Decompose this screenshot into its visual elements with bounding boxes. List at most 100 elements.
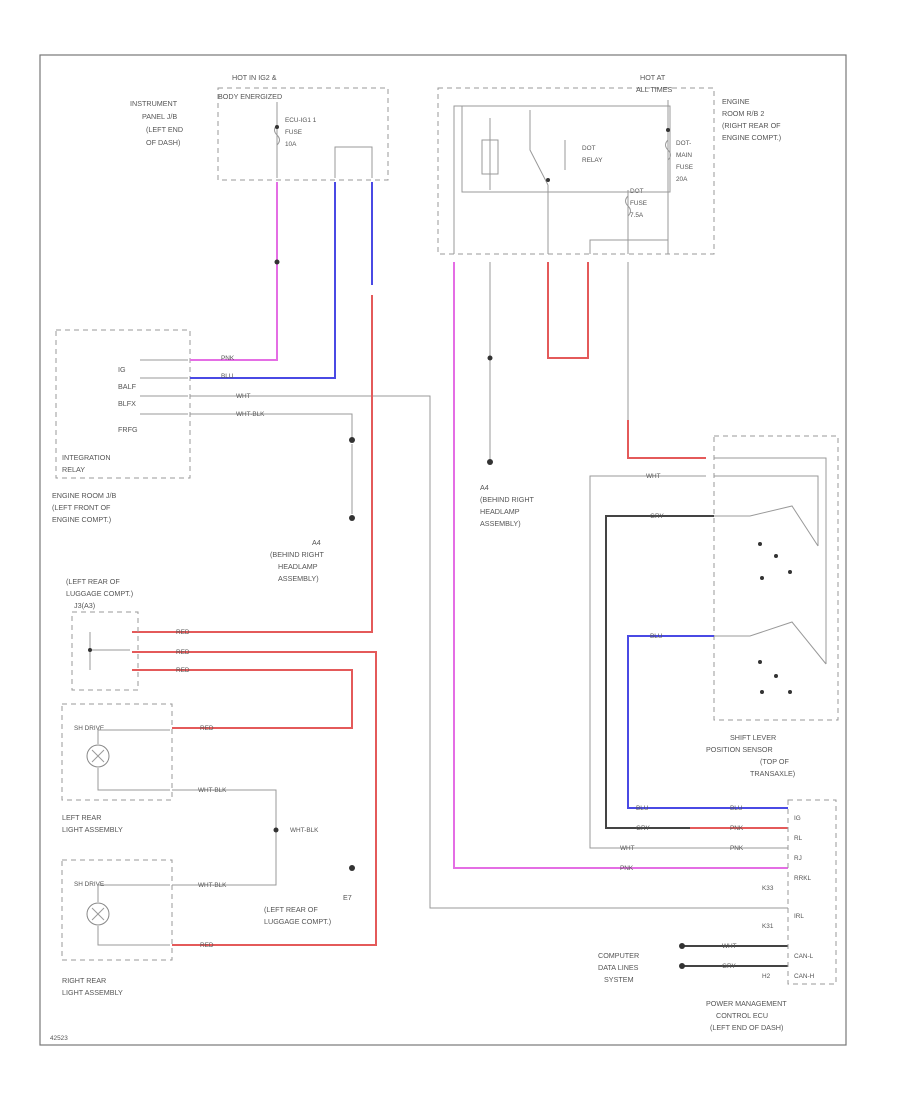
- svg-text:WHT-BLK: WHT-BLK: [198, 882, 227, 889]
- svg-text:IRL: IRL: [794, 913, 804, 920]
- svg-text:ENGINE ROOM J/B: ENGINE ROOM J/B: [52, 491, 117, 500]
- svg-text:A4: A4: [312, 538, 321, 547]
- svg-text:HEADLAMP: HEADLAMP: [278, 562, 318, 571]
- svg-text:WHT-BLK: WHT-BLK: [236, 411, 265, 418]
- svg-text:PNK: PNK: [730, 845, 744, 852]
- svg-text:TRANSAXLE): TRANSAXLE): [750, 769, 795, 778]
- svg-text:WHT-BLK: WHT-BLK: [198, 787, 227, 794]
- svg-text:RRKL: RRKL: [794, 875, 811, 882]
- wire-red-branch-2: [132, 669, 353, 729]
- svg-text:RED: RED: [200, 942, 214, 949]
- svg-text:H2: H2: [762, 973, 771, 980]
- svg-text:BLU: BLU: [650, 633, 663, 640]
- integration-relay: IG BALF BLFX FRFG INTEGRATION RELAY ENGI…: [52, 329, 191, 524]
- svg-text:ASSEMBLY): ASSEMBLY): [480, 519, 521, 528]
- svg-text:(LEFT END: (LEFT END: [146, 125, 183, 134]
- svg-text:(LEFT REAR OF: (LEFT REAR OF: [264, 905, 318, 914]
- wire-red-loop: [547, 262, 589, 359]
- svg-text:RIGHT REAR: RIGHT REAR: [62, 976, 106, 985]
- svg-text:BALF: BALF: [118, 382, 137, 391]
- svg-text:MAIN: MAIN: [676, 152, 692, 159]
- svg-text:FUSE: FUSE: [676, 164, 693, 171]
- svg-text:BLU: BLU: [221, 373, 234, 380]
- svg-text:(LEFT FRONT OF: (LEFT FRONT OF: [52, 503, 111, 512]
- diagram-frame: [39, 54, 847, 1046]
- svg-text:WHT-BLK: WHT-BLK: [290, 827, 319, 834]
- svg-text:SYSTEM: SYSTEM: [604, 975, 634, 984]
- svg-text:K33: K33: [762, 885, 774, 892]
- svg-text:LUGGAGE COMPT.): LUGGAGE COMPT.): [66, 589, 133, 598]
- svg-text:CONTROL ECU: CONTROL ECU: [716, 1011, 768, 1020]
- svg-text:(LEFT REAR OF: (LEFT REAR OF: [66, 577, 120, 586]
- wire-pnk-ig: [190, 182, 278, 361]
- wire-wht-blfx: [190, 395, 788, 909]
- svg-text:J3(A3): J3(A3): [74, 601, 95, 610]
- svg-text:(LEFT END OF DASH): (LEFT END OF DASH): [710, 1023, 783, 1032]
- svg-text:RED: RED: [176, 629, 190, 636]
- svg-text:BLFX: BLFX: [118, 399, 136, 408]
- svg-text:FRFG: FRFG: [118, 425, 138, 434]
- shift-lever-sensor: SHIFT LEVER POSITION SENSOR (TOP OF TRAN…: [706, 435, 839, 778]
- computer-data-lines: COMPUTER DATA LINES SYSTEM WHT GRY: [598, 943, 788, 984]
- wire-red-dot: [627, 420, 706, 459]
- svg-text:CAN-H: CAN-H: [794, 973, 815, 980]
- svg-text:WHT: WHT: [646, 473, 661, 480]
- power-management-ecu: IG RL RJ RRKL K33 IRL K31 CAN-L H2 CAN-H…: [706, 799, 837, 1032]
- svg-text:PNK: PNK: [221, 355, 235, 362]
- svg-text:SHIFT LEVER: SHIFT LEVER: [730, 733, 776, 742]
- svg-text:20A: 20A: [676, 176, 688, 183]
- svg-text:DOT: DOT: [582, 145, 596, 152]
- svg-text:SH DRIVE: SH DRIVE: [74, 725, 104, 732]
- svg-text:OF DASH): OF DASH): [146, 138, 180, 147]
- wire-blu-sensor: [627, 635, 788, 809]
- svg-text:DOT-: DOT-: [676, 140, 691, 147]
- svg-text:(RIGHT REAR OF: (RIGHT REAR OF: [722, 121, 781, 130]
- svg-text:ALL TIMES: ALL TIMES: [636, 85, 673, 94]
- svg-text:INTEGRATION: INTEGRATION: [62, 453, 111, 462]
- svg-text:PNK: PNK: [620, 865, 634, 872]
- right-rear-light: SH DRIVE RIGHT REAR LIGHT ASSEMBLY: [61, 859, 173, 997]
- svg-text:ROOM R/B 2: ROOM R/B 2: [722, 109, 764, 118]
- left-rear-light: SH DRIVE LEFT REAR LIGHT ASSEMBLY: [61, 703, 173, 834]
- wire-wht-sensor: [589, 475, 788, 849]
- svg-text:LIGHT ASSEMBLY: LIGHT ASSEMBLY: [62, 988, 123, 997]
- svg-text:GRY: GRY: [650, 513, 664, 520]
- svg-text:ENGINE: ENGINE: [722, 97, 750, 106]
- instrument-panel-jb: HOT IN IG2 & BODY ENERGIZED INSTRUMENT P…: [130, 73, 389, 181]
- svg-text:HEADLAMP: HEADLAMP: [480, 507, 520, 516]
- figure-code: 42523: [50, 1035, 68, 1042]
- svg-text:PNK: PNK: [730, 825, 744, 832]
- svg-text:(BEHIND RIGHT: (BEHIND RIGHT: [480, 495, 535, 504]
- wire-red-branch-1: [132, 651, 377, 946]
- luggage-j3: (LEFT REAR OF LUGGAGE COMPT.) J3(A3): [66, 577, 139, 691]
- svg-text:WHT: WHT: [236, 393, 251, 400]
- a4-left-label: A4 (BEHIND RIGHT HEADLAMP ASSEMBLY): [270, 538, 325, 583]
- svg-text:LEFT REAR: LEFT REAR: [62, 813, 101, 822]
- svg-text:LIGHT ASSEMBLY: LIGHT ASSEMBLY: [62, 825, 123, 834]
- svg-text:SH DRIVE: SH DRIVE: [74, 881, 104, 888]
- svg-text:BLU: BLU: [730, 805, 743, 812]
- svg-text:FUSE: FUSE: [630, 200, 647, 207]
- svg-text:K31: K31: [762, 923, 774, 930]
- svg-text:RED: RED: [200, 725, 214, 732]
- svg-text:BLU: BLU: [636, 805, 649, 812]
- wire-red-main: [132, 295, 373, 633]
- svg-text:LUGGAGE COMPT.): LUGGAGE COMPT.): [264, 917, 331, 926]
- wire-pnk-ecu: [453, 262, 788, 869]
- svg-text:E7: E7: [343, 893, 352, 902]
- svg-text:10A: 10A: [285, 141, 297, 148]
- svg-text:HOT AT: HOT AT: [640, 73, 666, 82]
- engine-room-rb2: HOT AT ALL TIMES ENGINE ROOM R/B 2 (RIGH…: [437, 73, 781, 255]
- svg-text:CAN-L: CAN-L: [794, 953, 814, 960]
- svg-text:RELAY: RELAY: [62, 465, 85, 474]
- e7-label: E7 (LEFT REAR OF LUGGAGE COMPT.): [264, 893, 352, 926]
- svg-text:FUSE: FUSE: [285, 129, 302, 136]
- svg-text:WHT: WHT: [722, 943, 737, 950]
- svg-text:COMPUTER: COMPUTER: [598, 951, 639, 960]
- wire-whtblk-frfg: [190, 413, 353, 440]
- svg-text:(TOP OF: (TOP OF: [760, 757, 789, 766]
- svg-text:IG: IG: [118, 365, 126, 374]
- svg-text:RL: RL: [794, 835, 803, 842]
- a4-right-label: A4 (BEHIND RIGHT HEADLAMP ASSEMBLY): [480, 483, 535, 528]
